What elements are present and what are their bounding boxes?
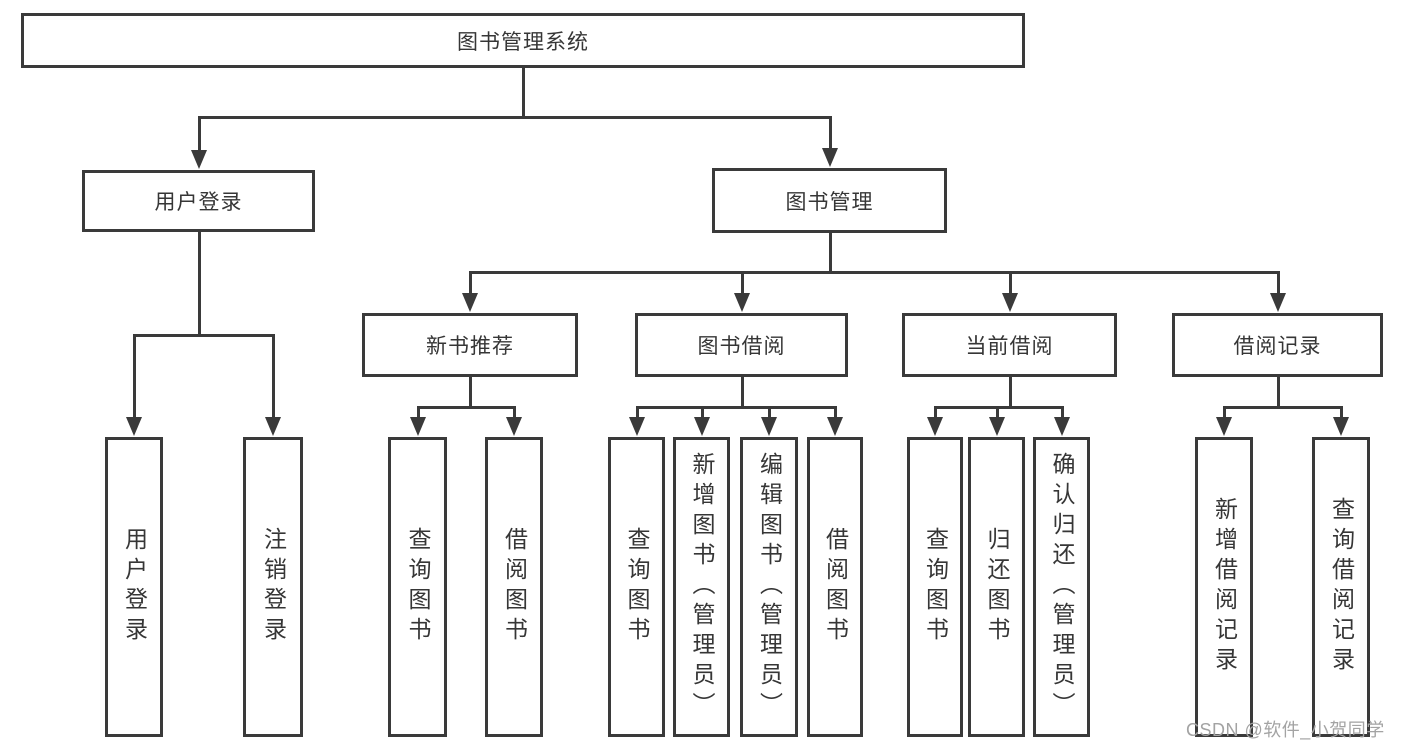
- node-leaf-borrow-book-2: 借阅图书: [807, 437, 863, 737]
- arrowhead-down-icon: [1054, 417, 1070, 436]
- node-label: 图书管理系统: [457, 30, 589, 54]
- node-leaf-confirm-return: 确认归还（管理员）: [1033, 437, 1090, 737]
- node-label: 查询图书: [922, 527, 949, 647]
- node-label: 借阅图书: [822, 527, 849, 647]
- node-leaf-query-record: 查询借阅记录: [1312, 437, 1370, 737]
- connector-line: [522, 67, 525, 118]
- node-leaf-query-book-2: 查询图书: [608, 437, 665, 737]
- connector-line: [1061, 407, 1064, 422]
- connector-line: [469, 272, 472, 298]
- node-label: 编辑图书（管理员）: [756, 452, 783, 722]
- node-label: 新增图书（管理员）: [689, 452, 715, 722]
- connector-line: [636, 406, 837, 409]
- connector-line: [133, 334, 275, 337]
- connector-line: [1009, 272, 1012, 298]
- node-leaf-borrow-book-1: 借阅图书: [485, 437, 543, 737]
- connector-line: [1340, 407, 1343, 422]
- arrowhead-down-icon: [126, 417, 142, 436]
- node-label: 新增借阅记录: [1211, 497, 1238, 677]
- arrowhead-down-icon: [822, 148, 838, 167]
- arrowhead-down-icon: [191, 150, 207, 169]
- node-label: 当前借阅: [965, 335, 1054, 358]
- connector-line: [934, 407, 937, 422]
- connector-line: [829, 117, 832, 153]
- node-label: 用户登录: [121, 527, 148, 647]
- node-user-login: 用户登录: [82, 170, 315, 232]
- node-leaf-return-book: 归还图书: [968, 437, 1025, 737]
- connector-line: [834, 407, 837, 422]
- node-leaf-add-book: 新增图书（管理员）: [673, 437, 730, 737]
- node-leaf-query-book-1: 查询图书: [388, 437, 447, 737]
- connector-line: [1277, 376, 1280, 408]
- node-label: 查询图书: [624, 527, 650, 647]
- connector-line: [198, 116, 832, 119]
- arrowhead-down-icon: [1216, 417, 1232, 436]
- arrowhead-down-icon: [410, 417, 426, 436]
- arrowhead-down-icon: [694, 417, 710, 436]
- connector-line: [1223, 406, 1343, 409]
- arrowhead-down-icon: [462, 293, 478, 312]
- node-leaf-query-book-3: 查询图书: [907, 437, 963, 737]
- node-borrow-record: 借阅记录: [1172, 313, 1383, 377]
- node-label: 注销登录: [260, 527, 287, 647]
- node-label: 图书管理: [785, 190, 874, 214]
- node-label: 查询图书: [405, 527, 431, 647]
- connector-line: [272, 335, 275, 422]
- arrowhead-down-icon: [506, 417, 522, 436]
- node-root: 图书管理系统: [21, 13, 1025, 68]
- connector-line: [829, 232, 832, 273]
- connector-line: [934, 406, 1064, 409]
- node-leaf-edit-book: 编辑图书（管理员）: [740, 437, 798, 737]
- connector-line: [469, 376, 472, 408]
- csdn-watermark: CSDN @软件_小贺同学: [1186, 720, 1385, 740]
- node-label: 新书推荐: [426, 335, 514, 358]
- node-leaf-add-record: 新增借阅记录: [1195, 437, 1253, 737]
- node-new-book-rec: 新书推荐: [362, 313, 578, 377]
- node-label: 借阅图书: [501, 527, 528, 647]
- arrowhead-down-icon: [1002, 293, 1018, 312]
- connector-line: [417, 407, 420, 422]
- connector-line: [198, 117, 201, 155]
- node-book-mgmt: 图书管理: [712, 168, 947, 233]
- connector-line: [701, 407, 704, 422]
- connector-line: [768, 407, 771, 422]
- arrowhead-down-icon: [629, 417, 645, 436]
- node-leaf-logout: 注销登录: [243, 437, 303, 737]
- arrowhead-down-icon: [1270, 293, 1286, 312]
- connector-line: [996, 407, 999, 422]
- node-label: 借阅记录: [1233, 335, 1322, 358]
- connector-line: [1277, 272, 1280, 298]
- node-current-borrow: 当前借阅: [902, 313, 1117, 377]
- arrowhead-down-icon: [827, 417, 843, 436]
- connector-line: [1009, 376, 1012, 408]
- node-book-borrow: 图书借阅: [635, 313, 848, 377]
- node-label: 归还图书: [984, 527, 1010, 647]
- arrowhead-down-icon: [265, 417, 281, 436]
- node-label: 图书借阅: [697, 335, 786, 358]
- connector-line: [636, 407, 639, 422]
- connector-line: [133, 335, 136, 422]
- node-label: 查询借阅记录: [1328, 497, 1355, 677]
- arrowhead-down-icon: [1333, 417, 1349, 436]
- arrowhead-down-icon: [761, 417, 777, 436]
- node-label: 用户登录: [154, 191, 243, 214]
- node-label: 确认归还（管理员）: [1049, 452, 1075, 722]
- connector-line: [741, 272, 744, 298]
- connector-line: [417, 406, 516, 409]
- connector-line: [198, 231, 201, 336]
- connector-line: [1223, 407, 1226, 422]
- connector-line: [741, 376, 744, 408]
- arrowhead-down-icon: [734, 293, 750, 312]
- connector-line: [469, 271, 1280, 274]
- arrowhead-down-icon: [989, 417, 1005, 436]
- node-leaf-user-login: 用户登录: [105, 437, 163, 737]
- connector-line: [513, 407, 516, 422]
- arrowhead-down-icon: [927, 417, 943, 436]
